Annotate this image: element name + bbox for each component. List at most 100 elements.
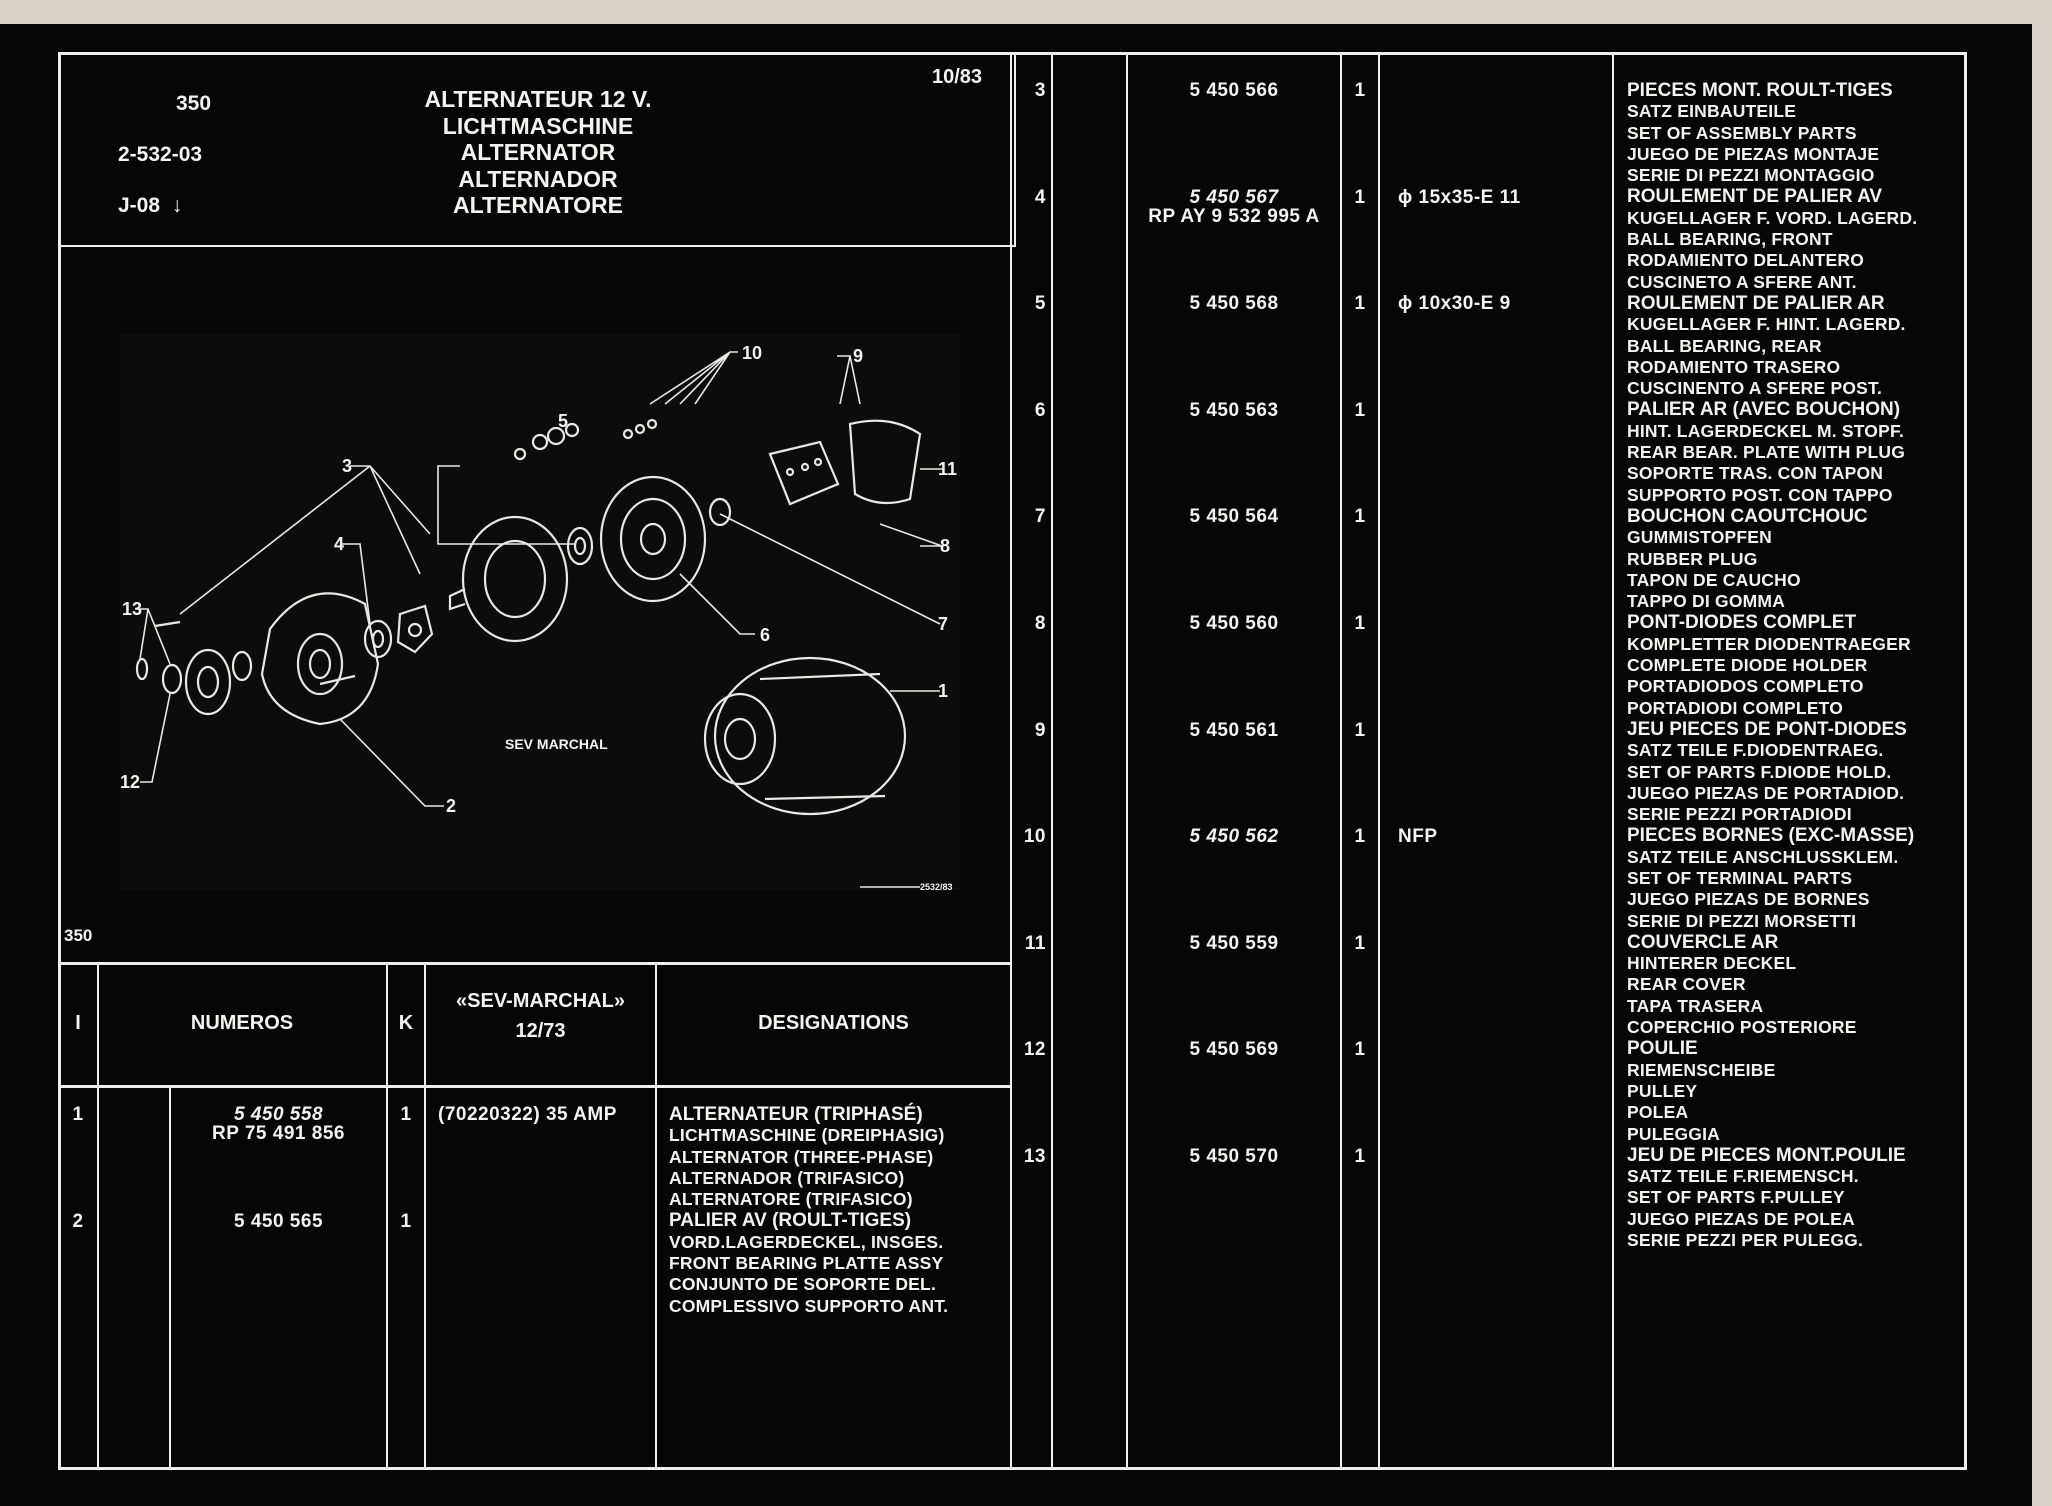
quantity: 1 <box>1354 506 1366 528</box>
quantity: 1 <box>1354 1146 1366 1167</box>
rear-bearing <box>566 526 594 566</box>
designation-line: CONJUNTO DE SOPORTE DEL. <box>669 1274 937 1295</box>
frame-right <box>1964 52 1967 1470</box>
part-note: ϕ 15x35-E 11 <box>1398 186 1521 208</box>
col-line <box>169 1087 171 1469</box>
item-number: 6 <box>1034 399 1046 421</box>
col-header-item: I <box>75 1012 81 1034</box>
callout-7: 7 <box>938 614 948 634</box>
designation-line: SATZ TEILE F.RIEMENSCH. <box>1627 1166 1859 1187</box>
rear-cover <box>848 419 922 505</box>
part-number: 5 450 569 <box>1189 1039 1279 1061</box>
table-row: 7 5 450 564 1 <box>0 506 2052 613</box>
designation-line: REAR BEAR. PLATE WITH PLUG <box>1627 442 1906 463</box>
callout-3: 3 <box>342 456 352 476</box>
designation-line: CUSCINENTO A SFERE POST. <box>1627 378 1883 399</box>
item-number: 3 <box>1034 80 1046 101</box>
designation-line: PALIER AV (ROULT-TIGES) <box>669 1210 912 1232</box>
quantity: 1 <box>1354 826 1366 848</box>
designation-line: PULEGGIA <box>1627 1123 1720 1144</box>
designation-line: ALTERNATORE (TRIFASICO) <box>669 1189 913 1210</box>
designation-line: GUMMISTOPFEN <box>1627 527 1772 548</box>
item-number: 7 <box>1034 506 1046 528</box>
rear-plate <box>599 475 707 603</box>
designation-line: RODAMIENTO DELANTERO <box>1627 250 1865 271</box>
designation-line: SATZ TEILE ANSCHLUSSKLEM. <box>1627 846 1899 867</box>
col-line <box>1126 52 1128 1470</box>
designation-line: COMPLETE DIODE HOLDER <box>1627 655 1868 676</box>
quantity: 1 <box>400 1210 412 1232</box>
item-number: 10 <box>1023 826 1046 848</box>
item-number: 4 <box>1034 186 1046 208</box>
designation-line: SET OF PARTS F.DIODE HOLD. <box>1627 761 1892 782</box>
quantity: 1 <box>1354 1039 1366 1061</box>
part-number: 5 450 561 <box>1189 719 1279 741</box>
callout-2: 2 <box>446 796 456 816</box>
arrow-down-icon: ↓ <box>171 194 183 217</box>
title-en: ALTERNATOR <box>460 139 616 165</box>
front-bearing <box>363 619 393 659</box>
terminal-nut <box>513 447 527 461</box>
callout-11: 11 <box>938 459 957 479</box>
designation-line: COPERCHIO POSTERIORE <box>1627 1017 1857 1038</box>
designation-line: CUSCINETO A SFERE ANT. <box>1627 271 1857 292</box>
designation-line: RIEMENSCHEIBE <box>1627 1059 1776 1080</box>
rubber-plug <box>708 497 732 527</box>
part-number: 5 450 563 <box>1189 399 1279 421</box>
header-divider <box>58 245 1016 247</box>
item-number: 8 <box>1034 613 1046 634</box>
item-number: 13 <box>1023 1146 1046 1167</box>
designation-line: TAPA TRASERA <box>1627 995 1764 1016</box>
col-header-maker: «SEV-MARCHAL» 12/73 <box>426 986 655 1046</box>
designation-line: RUBBER PLUG <box>1627 548 1758 569</box>
drawing-ref: 2532/83 <box>920 882 953 890</box>
quantity: 1 <box>1354 613 1366 634</box>
part-number: 5 450 559 <box>1189 932 1279 954</box>
quantity: 1 <box>1354 932 1366 954</box>
pulley <box>184 648 232 716</box>
designation-line: ALTERNATEUR (TRIPHASÉ) <box>669 1104 923 1125</box>
designation-line: ALTERNADOR (TRIFASICO) <box>669 1167 905 1188</box>
stator-ring <box>461 515 569 643</box>
col-line <box>1612 52 1614 1470</box>
sub-reference-text: J-08 <box>118 194 161 217</box>
designation-line: ROULEMENT DE PALIER AV <box>1627 186 1883 208</box>
designation-line: JUEGO PIEZAS DE BORNES <box>1627 889 1870 910</box>
designation-line: PORTADIODI COMPLETO <box>1627 697 1844 718</box>
designation-line: SERIE PEZZI PORTADIODI <box>1627 804 1852 825</box>
part-number: 5 450 564 <box>1189 506 1279 528</box>
designation-line: PALIER AR (AVEC BOUCHON) <box>1627 399 1901 421</box>
part-number: 5 450 558 <box>233 1104 324 1125</box>
designation-line: TAPON DE CAUCHO <box>1627 569 1801 590</box>
designation-line: VORD.LAGERDECKEL, INSGES. <box>669 1231 944 1252</box>
title-fr: ALTERNATEUR 12 V. <box>424 86 652 112</box>
spacer <box>231 650 253 682</box>
replacement-number: RP AY 9 532 995 A <box>1148 205 1320 227</box>
retainer-plate <box>396 604 434 654</box>
page-label: 350 <box>64 926 93 945</box>
page-title: ALTERNATEUR 12 V. LICHTMASCHINE ALTERNAT… <box>380 86 696 219</box>
designation-line: JEU DE PIECES MONT.POULIE <box>1627 1144 1906 1166</box>
designation-line: SATZ EINBAUTEILE <box>1627 101 1797 122</box>
callout-13: 13 <box>122 599 142 619</box>
table-top <box>58 962 1012 965</box>
designation-line: PONT-DIODES COMPLET <box>1627 612 1857 634</box>
designation-line: SUPPORTO POST. CON TAPPO <box>1627 484 1893 505</box>
issue-date: 10/83 <box>932 66 983 88</box>
part-note: ϕ 10x30-E 9 <box>1398 293 1511 315</box>
designation-line: HINTERER DECKEL <box>1627 953 1797 974</box>
designation-line: PIECES BORNES (EXC-MASSE) <box>1627 825 1915 847</box>
quantity: 1 <box>1354 719 1366 741</box>
col-header-designations: DESIGNATIONS <box>758 1012 909 1034</box>
designation-line: COMPLESSIVO SUPPORTO ANT. <box>669 1295 949 1316</box>
